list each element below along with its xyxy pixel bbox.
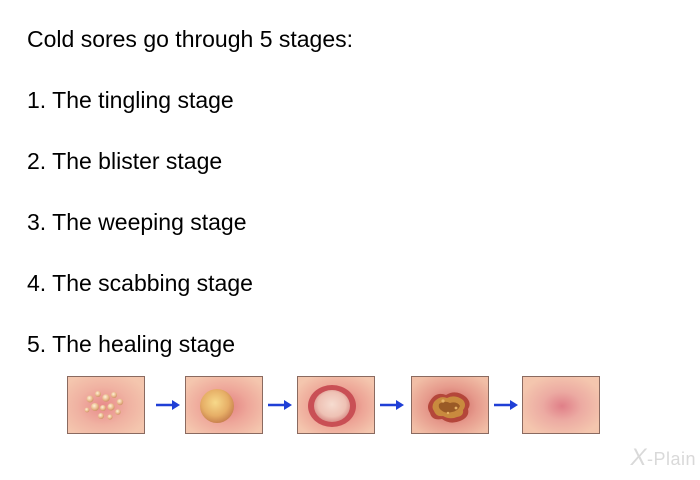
stage-item-scabbing: 4. The scabbing stage (27, 270, 253, 296)
tingling-stage-illustration (67, 376, 145, 434)
stage-item-tingling: 1. The tingling stage (27, 87, 234, 113)
stage-item-blister: 2. The blister stage (27, 148, 223, 174)
stage-list: 1. The tingling stage 2. The blister sta… (27, 85, 253, 390)
logo-text: -Plain (646, 449, 696, 469)
healing-stage-illustration (522, 376, 600, 434)
weeping-stage-illustration (297, 376, 375, 434)
arrow-right-icon (494, 400, 518, 410)
page-heading: Cold sores go through 5 stages: (27, 26, 354, 52)
x-plain-logo: X-Plain (630, 444, 696, 472)
logo-mark: X (630, 444, 647, 471)
arrow-right-icon (156, 400, 180, 410)
stages-illustration-strip (67, 376, 607, 438)
stage-item-weeping: 3. The weeping stage (27, 209, 247, 235)
arrow-right-icon (268, 400, 292, 410)
blister-stage-illustration (185, 376, 263, 434)
arrow-right-icon (380, 400, 404, 410)
stage-item-healing: 5. The healing stage (27, 331, 236, 357)
scabbing-stage-illustration (411, 376, 489, 434)
